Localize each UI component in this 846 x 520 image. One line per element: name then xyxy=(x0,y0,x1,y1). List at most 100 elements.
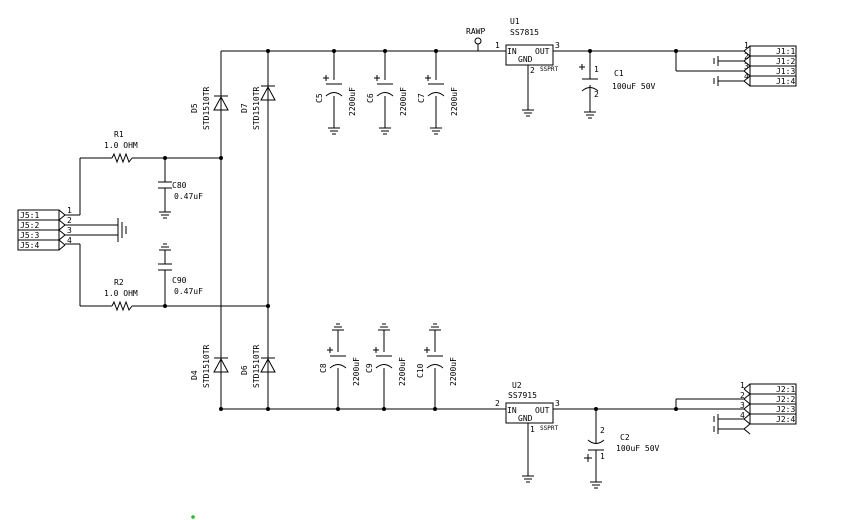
j5-label-2: J5:2 xyxy=(20,221,39,230)
connector-j1: J1:1 J1:2 J1:3 J1:4 1 2 3 4 xyxy=(713,41,797,87)
capacitor-c7: C7 2200uF xyxy=(417,75,459,135)
junction-dots xyxy=(163,49,678,411)
j1-pin-1: 1 xyxy=(744,41,749,50)
d7-ref: D7 xyxy=(240,103,249,113)
u2-part: SS7915 xyxy=(508,391,537,400)
d4-part: STD1510TR xyxy=(202,344,211,388)
u1-ref: U1 xyxy=(510,17,520,26)
c6-ref: C6 xyxy=(366,93,375,103)
u2-pin-gnd: 1 xyxy=(530,425,535,434)
c8-ref: C8 xyxy=(319,363,328,373)
c7-ref: C7 xyxy=(417,93,426,103)
j1-ground-symbols xyxy=(713,56,719,86)
capacitor-c90: C90 0.47uF xyxy=(158,243,203,296)
d6-ref: D6 xyxy=(240,365,249,375)
c5-ref: C5 xyxy=(315,93,324,103)
capacitor-c1: 1 2 C1 100uF 50V xyxy=(579,64,656,119)
j2-pin-4: 4 xyxy=(740,411,745,420)
c80-ref: C80 xyxy=(172,181,187,190)
c10-ref: C10 xyxy=(416,363,425,378)
d6-part: STD1510TR xyxy=(252,344,261,388)
diode-d5: D5 STD1510TR xyxy=(190,86,229,130)
j5-label-4: J5:4 xyxy=(20,241,39,250)
c9-ref: C9 xyxy=(365,363,374,373)
capacitor-c6: C6 2200uF xyxy=(366,75,408,135)
c8-value: 2200uF xyxy=(352,357,361,386)
j2-pin-1: 1 xyxy=(740,381,745,390)
u2-out-label: OUT xyxy=(535,406,550,415)
capacitor-c2: 2 1 C2 100uF 50V xyxy=(584,426,660,489)
j1-pin-2: 2 xyxy=(744,52,749,61)
capacitor-c5: C5 2200uF xyxy=(315,75,357,135)
r2-ref: R2 xyxy=(114,278,124,287)
c2-ref: C2 xyxy=(620,433,630,442)
j5-pin-4: 4 xyxy=(67,236,72,245)
capacitor-c9: C9 2200uF xyxy=(365,323,407,386)
j2-label-3: J2:3 xyxy=(776,405,795,414)
j2-pin-2: 2 xyxy=(740,391,745,400)
u2-pin-out: 3 xyxy=(555,399,560,408)
j1-label-4: J1:4 xyxy=(776,77,795,86)
c2-pin-top: 2 xyxy=(600,426,605,435)
c1-ref: C1 xyxy=(614,69,624,78)
u1-tag: SSPRT xyxy=(540,66,558,73)
j1-label-2: J1:2 xyxy=(776,57,795,66)
c80-value: 0.47uF xyxy=(174,192,203,201)
c2-value: 100uF 50V xyxy=(616,444,660,453)
j1-label-1: J1:1 xyxy=(776,47,795,56)
capacitor-c8: C8 2200uF xyxy=(319,323,361,386)
u1-pin-gnd: 2 xyxy=(530,66,535,75)
c1-value: 100uF 50V xyxy=(612,82,656,91)
c2-pin-bottom: 1 xyxy=(600,452,605,461)
c9-value: 2200uF xyxy=(398,357,407,386)
connector-j5: J5:1 J5:2 J5:3 J5:4 1 2 3 4 xyxy=(17,206,72,251)
j5-pin-2: 2 xyxy=(67,216,72,225)
j2-label-2: J2:2 xyxy=(776,395,795,404)
regulator-u1: U1 SS7815 IN OUT GND 1 3 2 SSPRT xyxy=(495,17,560,117)
capacitor-c80: C80 0.47uF xyxy=(158,181,203,219)
r1-ref: R1 xyxy=(114,130,124,139)
capacitor-c10: C10 2200uF xyxy=(416,323,458,386)
diode-d6: D6 STD1510TR xyxy=(240,344,276,388)
d5-ref: D5 xyxy=(190,103,199,113)
connector-j2: J2:1 J2:2 J2:3 J2:4 1 2 3 4 xyxy=(713,381,797,435)
regulator-u2: U2 SS7915 IN OUT GND 2 3 1 SSPRT xyxy=(495,381,560,483)
j5-label-3: J5:3 xyxy=(20,231,39,240)
j2-ground-symbols xyxy=(713,414,719,434)
j5-pin-3: 3 xyxy=(67,226,72,235)
c10-value: 2200uF xyxy=(449,357,458,386)
c1-pin-bottom: 2 xyxy=(594,90,599,99)
net-label-rawp: RAWP xyxy=(466,27,485,51)
c90-value: 0.47uF xyxy=(174,287,203,296)
c1-pin-top: 1 xyxy=(594,65,599,74)
j1-label-3: J1:3 xyxy=(776,67,795,76)
wires xyxy=(65,50,744,482)
u2-ref: U2 xyxy=(512,381,522,390)
u2-pin-in: 2 xyxy=(495,399,500,408)
r1-value: 1.0 OHM xyxy=(104,141,138,150)
u1-out-label: OUT xyxy=(535,47,550,56)
r2-value: 1.0 OHM xyxy=(104,289,138,298)
j5-label-1: J5:1 xyxy=(20,211,39,220)
j1-pin-4: 4 xyxy=(744,72,749,81)
d4-ref: D4 xyxy=(190,370,199,380)
u1-pin-in: 1 xyxy=(495,41,500,50)
net-label-text: RAWP xyxy=(466,27,485,36)
diode-d7: D7 STD1510TR xyxy=(240,85,276,130)
j2-pin-3: 3 xyxy=(740,401,745,410)
resistor-r1: R1 1.0 OHM xyxy=(104,130,138,164)
u2-in-label: IN xyxy=(507,406,517,415)
u1-pin-out: 3 xyxy=(555,41,560,50)
c90-ref: C90 xyxy=(172,276,187,285)
u1-part: SS7815 xyxy=(510,28,539,37)
u1-gnd-label: GND xyxy=(518,55,533,64)
j1-pin-3: 3 xyxy=(744,62,749,71)
u1-in-label: IN xyxy=(507,47,517,56)
resistor-r2: R2 1.0 OHM xyxy=(104,278,138,312)
j2-label-4: J2:4 xyxy=(776,415,795,424)
c5-value: 2200uF xyxy=(348,87,357,116)
u2-gnd-label: GND xyxy=(518,414,533,423)
d5-part: STD1510TR xyxy=(202,86,211,130)
c7-value: 2200uF xyxy=(450,87,459,116)
